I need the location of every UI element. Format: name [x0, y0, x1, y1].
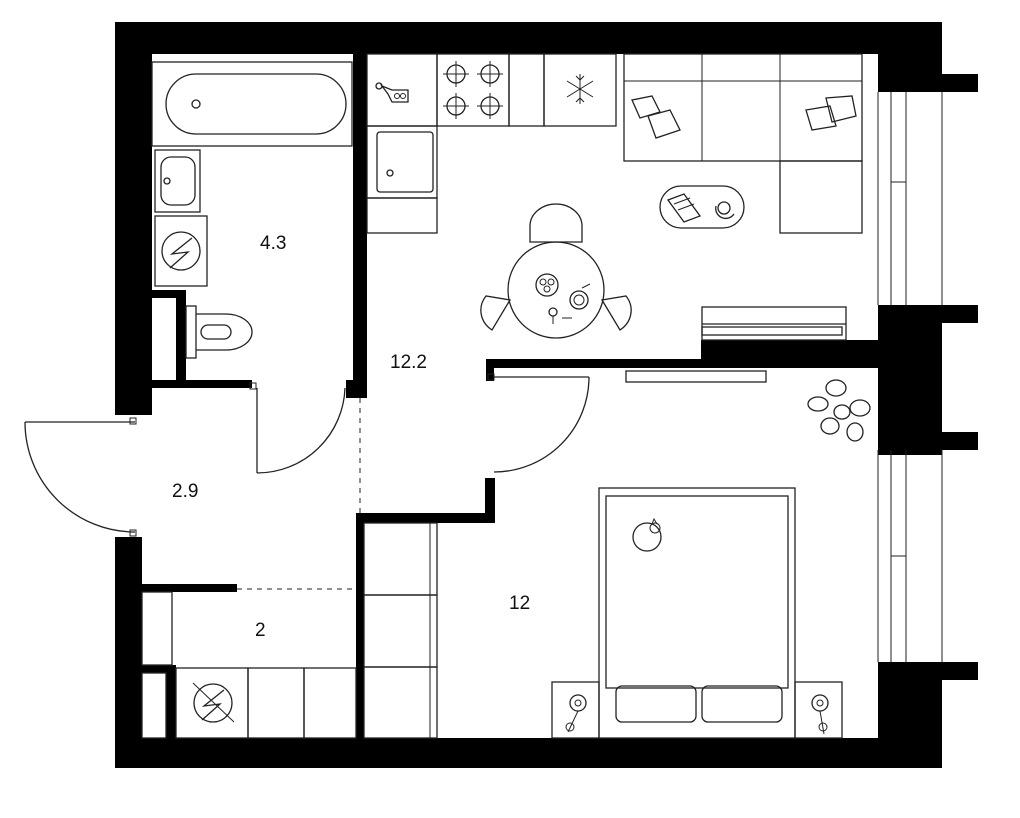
- bedroom-door: [487, 373, 590, 473]
- toilet-icon: [185, 305, 253, 359]
- sofa-icon: [623, 53, 863, 234]
- area-label-storage: 2: [255, 620, 266, 641]
- window-bedroom: [877, 450, 943, 662]
- dining-table-icon: [480, 203, 632, 339]
- entrance-door: [24, 417, 137, 537]
- window-living-room: [877, 92, 943, 305]
- area-label-bedroom: 12: [509, 593, 530, 614]
- area-label-bathroom: 4.3: [260, 233, 286, 254]
- coffee-table-icon: [659, 185, 745, 229]
- tv-stand-living: [701, 306, 847, 341]
- bed-icon: [598, 487, 796, 739]
- kitchen-counter: [366, 53, 617, 234]
- area-label-hallway: 2.9: [172, 481, 198, 502]
- storage-wardrobe: [247, 667, 357, 739]
- bedroom-wardrobe: [363, 522, 438, 739]
- interior-walls: [142, 54, 878, 738]
- outer-walls: [115, 22, 978, 768]
- cat-icon: [632, 517, 662, 552]
- kitchen-sink-icon: [376, 131, 434, 193]
- bathroom-door: [249, 382, 346, 474]
- cutting-board-icon: [375, 82, 409, 103]
- bathtub-icon: [151, 61, 353, 147]
- sink-icon: [154, 149, 201, 213]
- boiler-icon: [175, 667, 249, 739]
- plant-icon: [807, 379, 871, 442]
- tv-bedroom: [625, 370, 767, 383]
- area-label-kitchen-living: 12.2: [390, 352, 427, 373]
- nightstand-left: [551, 681, 600, 739]
- stove-icon: [443, 61, 503, 119]
- fridge-snowflake-icon: [566, 74, 594, 104]
- storage-shelf: [141, 591, 173, 739]
- nightstand-right: [794, 681, 843, 739]
- washing-machine-icon: [154, 215, 208, 287]
